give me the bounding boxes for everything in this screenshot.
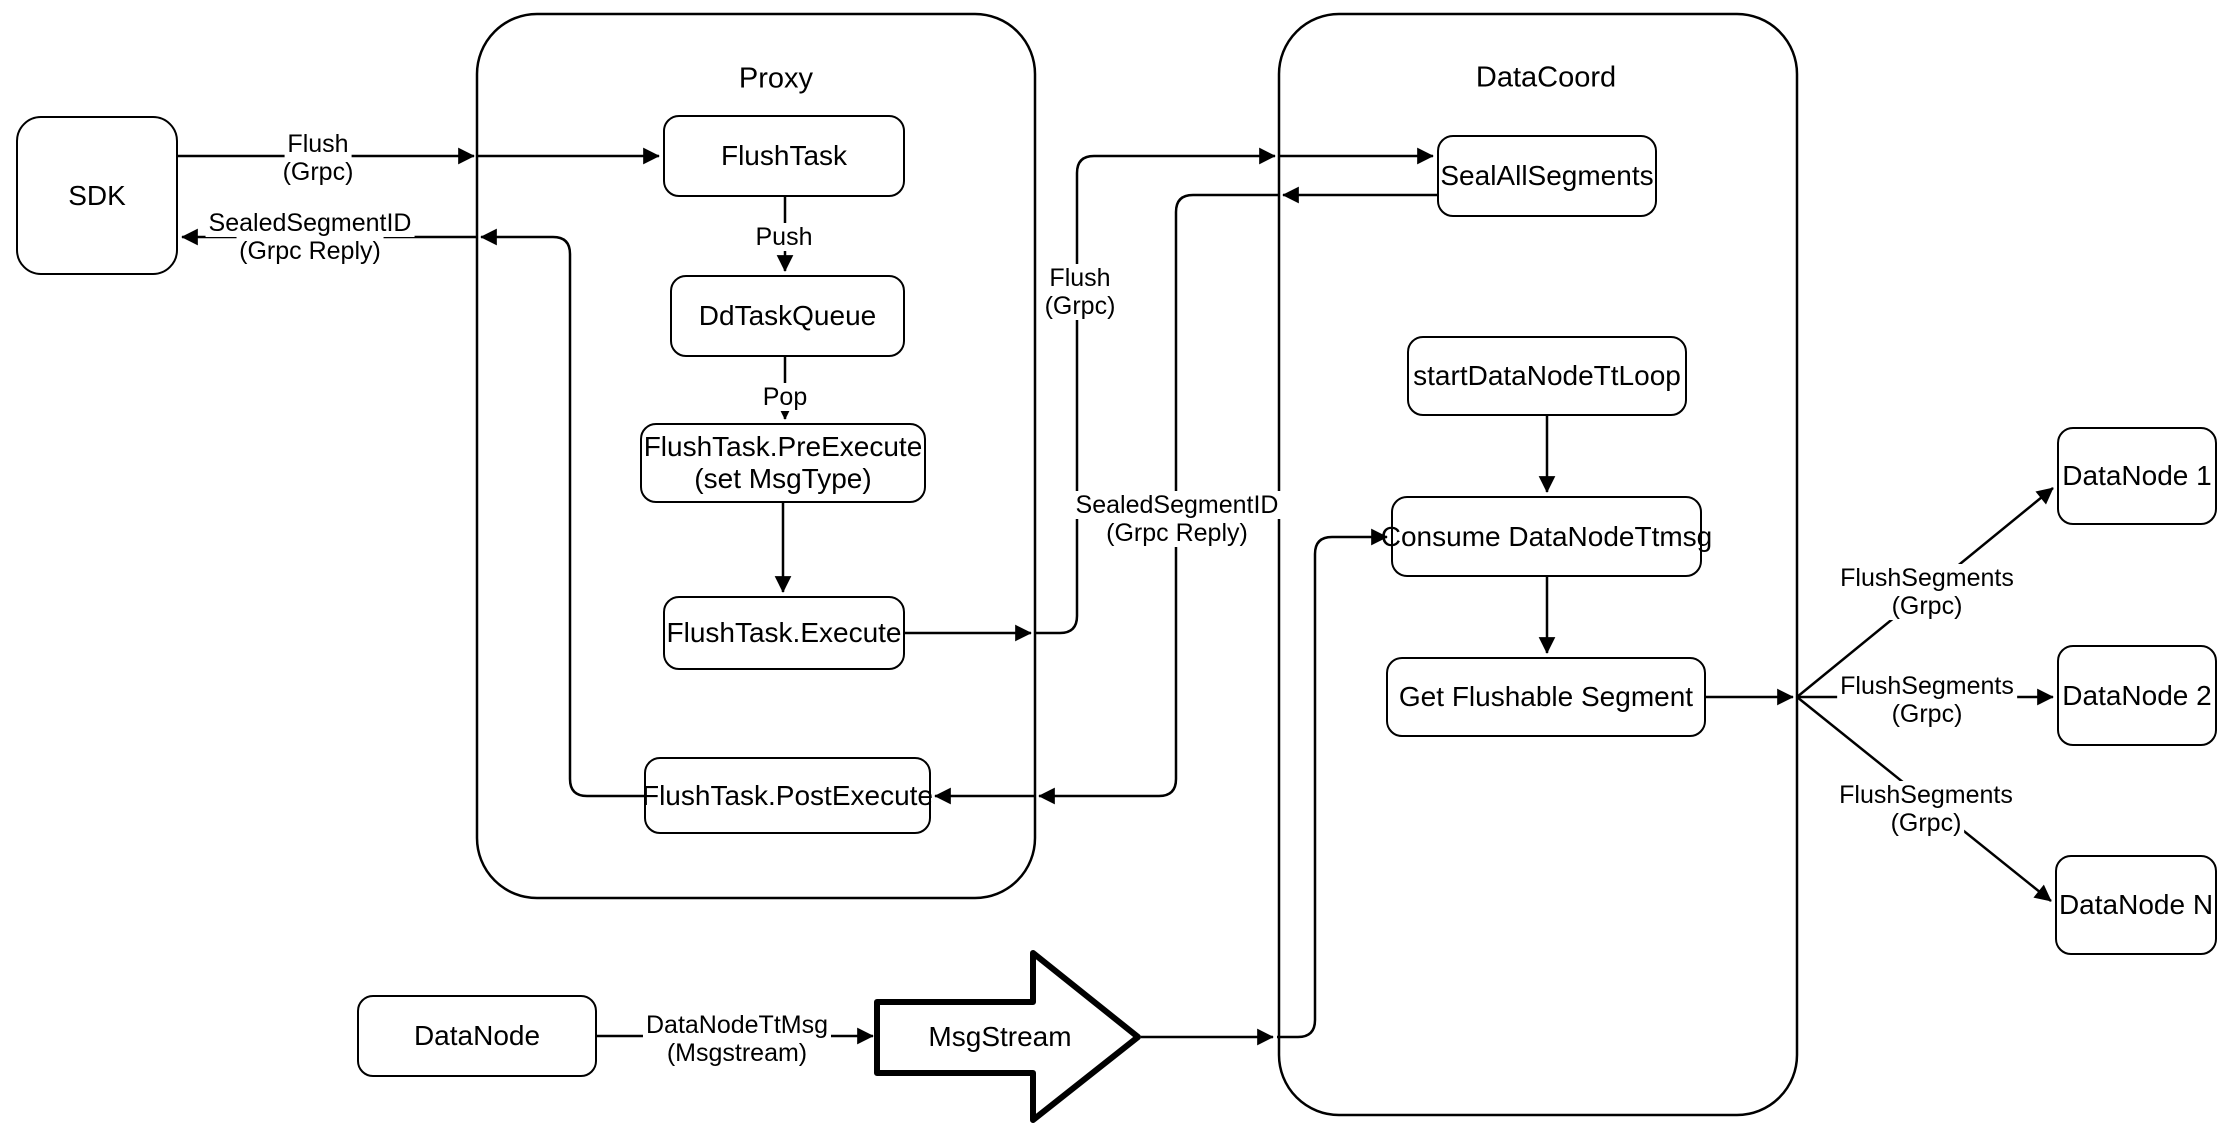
node-datanode-n: DataNode N [2055, 855, 2217, 955]
edge-label-pop-text: Pop [759, 383, 811, 411]
edge-label-flush-grpc-sdk-line1: Flush [284, 130, 352, 158]
edge-label-datanodettmsg: DataNodeTtMsg (Msgstream) [642, 1011, 832, 1067]
edge-label-push: Push [752, 223, 816, 251]
proxy-container-outline [475, 12, 1037, 900]
node-flushtask-postexecute: FlushTask.PostExecute [642, 757, 933, 834]
edge-label-flush-grpc-sdk: Flush (Grpc) [279, 130, 357, 186]
datacoord-container-outline [1277, 12, 1799, 1117]
edge-label-sealedsegmentid-reply-line1: SealedSegmentID [1072, 491, 1282, 519]
edge-label-flushsegments-3-line2: (Grpc) [1887, 809, 1965, 837]
msgstream-arrow-label: MsgStream [928, 1021, 1072, 1052]
edge-label-flushsegments-2: FlushSegments (Grpc) [1837, 672, 2017, 728]
node-get-flushable-segment: Get Flushable Segment [1386, 657, 1706, 737]
edge-label-flushsegments-1-line1: FlushSegments [1837, 564, 2017, 592]
edge-label-pop: Pop [759, 383, 811, 411]
node-datanode-2: DataNode 2 [2057, 645, 2217, 746]
datacoord-container-title: DataCoord [1475, 61, 1617, 94]
node-flushtask-preexecute-line2: (set MsgType) [694, 463, 872, 494]
proxy-container-title: Proxy [738, 62, 814, 95]
edge-label-sealedsegmentid-reply-line2: (Grpc Reply) [1103, 519, 1251, 547]
edge-msgstream-up-to-consume [1277, 528, 1388, 1039]
edge-label-flushsegments-3-line1: FlushSegments [1836, 781, 2016, 809]
edge-label-datanodettmsg-line2: (Msgstream) [663, 1039, 811, 1067]
edge-label-push-text: Push [752, 223, 816, 251]
msgstream-arrow-shape [874, 950, 1141, 1123]
edge-label-sealedsegmentid-sdk-line2: (Grpc Reply) [236, 237, 384, 265]
edge-postexecute-up-to-proxy-edge [480, 228, 644, 798]
edge-label-sealedsegmentid-sdk-line1: SealedSegmentID [205, 209, 415, 237]
edge-label-flushsegments-2-line2: (Grpc) [1888, 700, 1966, 728]
edge-label-sealedsegmentid-reply: SealedSegmentID (Grpc Reply) [1072, 491, 1282, 547]
edge-label-flush-grpc-datacoord-line2: (Grpc) [1041, 292, 1119, 320]
node-ddtaskqueue: DdTaskQueue [670, 275, 905, 357]
node-consume-datanodettmsg: Consume DataNodeTtmsg [1381, 496, 1712, 577]
edge-label-datanodettmsg-line1: DataNodeTtMsg [642, 1011, 832, 1039]
node-flushtask-preexecute: FlushTask.PreExecute (set MsgType) [640, 423, 926, 503]
node-startdatanodettloop: startDataNodeTtLoop [1407, 336, 1687, 416]
node-datanode-1: DataNode 1 [2057, 427, 2217, 525]
edge-label-flush-grpc-sdk-line2: (Grpc) [279, 158, 357, 186]
node-sdk: SDK [16, 116, 178, 275]
node-flushtask: FlushTask [663, 115, 905, 197]
node-flushtask-preexecute-line1: FlushTask.PreExecute [643, 431, 923, 462]
edge-label-flush-grpc-datacoord-line1: Flush [1046, 264, 1114, 292]
edge-label-sealedsegmentid-sdk: SealedSegmentID (Grpc Reply) [205, 209, 415, 265]
edge-flush-up-to-datacoord-edge [1035, 147, 1276, 635]
node-datanode: DataNode [357, 995, 597, 1077]
edge-label-flushsegments-2-line1: FlushSegments [1837, 672, 2017, 700]
edge-label-flush-grpc-datacoord: Flush (Grpc) [1041, 264, 1119, 320]
node-flushtask-execute: FlushTask.Execute [663, 596, 905, 670]
edge-label-flushsegments-1-line2: (Grpc) [1888, 592, 1966, 620]
edge-label-flushsegments-1: FlushSegments (Grpc) [1837, 564, 2017, 620]
node-sealallsegments: SealAllSegments [1437, 135, 1657, 217]
edge-label-flushsegments-3: FlushSegments (Grpc) [1836, 781, 2016, 837]
